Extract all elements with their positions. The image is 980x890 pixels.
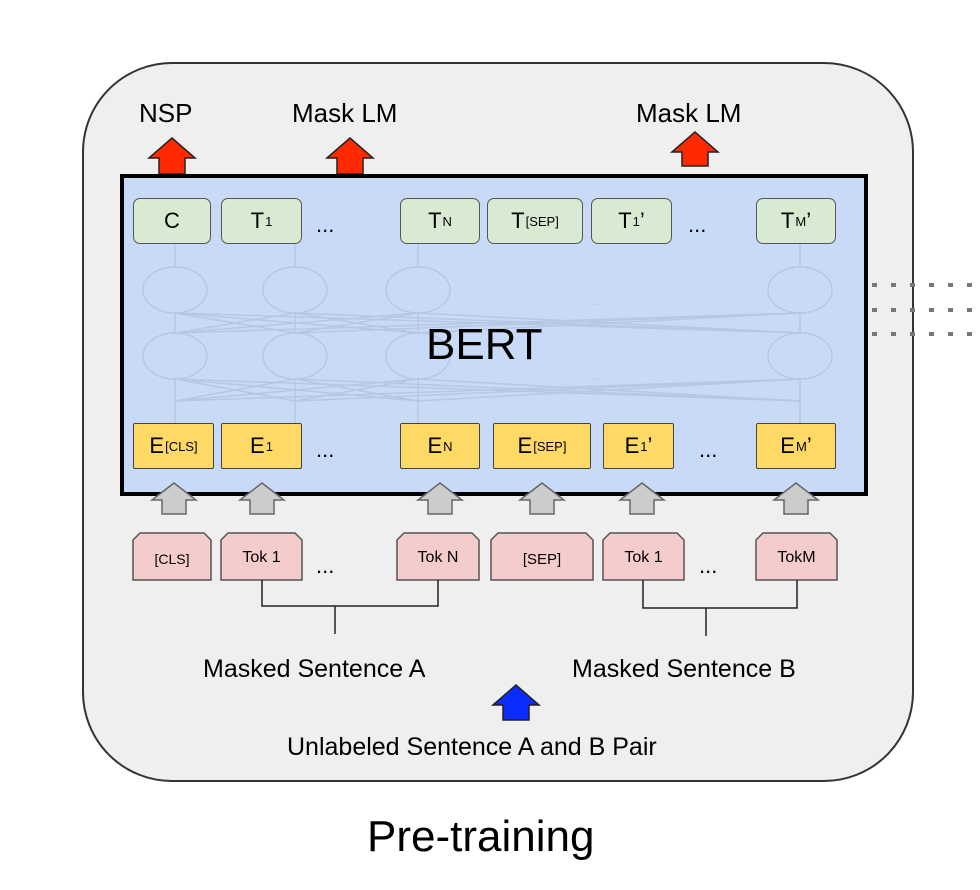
embedding-mp-main: E [780, 433, 795, 458]
token-box-tokn [396, 532, 480, 581]
token-t1-sub: 1 [265, 213, 273, 229]
embedding-mp-sub: M [795, 438, 807, 454]
embedding-1-main: E [250, 433, 265, 458]
token-sep-label: [SEP] [522, 551, 562, 568]
embedding-1p-main: E [624, 433, 640, 458]
token-c-text: C [164, 208, 180, 233]
sentence-a-bracket [261, 580, 439, 607]
token-tmp-sub: M [795, 213, 807, 229]
embed-arrow-1 [237, 482, 287, 515]
svg-text:...: ... [592, 367, 604, 383]
embed-arrow-n [415, 482, 465, 515]
svg-text:...: ... [592, 292, 604, 308]
embed-arrow-cls [149, 482, 199, 515]
mask-lm-label-1: Mask LM [292, 98, 398, 128]
ellipsis-top-1: ... [316, 212, 335, 237]
ellipsis-top-2: ... [688, 212, 707, 237]
ellipsis-embed-2: ... [699, 437, 718, 462]
mask-lm-label-2: Mask LM [636, 98, 742, 128]
token-tmp-prime: ’ [806, 208, 812, 233]
token-box-tokm [755, 532, 838, 581]
embedding-mp-prime: ’ [806, 433, 812, 458]
embedding-sep-sub: [SEP] [533, 438, 567, 454]
embedding-1-sub: 1 [265, 438, 273, 454]
token-box-tok1b [602, 532, 685, 581]
input-arrow [490, 684, 542, 721]
token-c: C [133, 198, 211, 244]
embedding-n-sub: N [443, 438, 453, 454]
token-tsep-main: T [511, 208, 525, 233]
ellipsis-input-1: ... [316, 553, 335, 578]
embedding-n-main: E [427, 433, 443, 458]
sentence-b-bracket [642, 580, 798, 609]
nsp-arrow [146, 137, 198, 175]
pretraining-caption: Pre-training [367, 812, 595, 861]
mask-lm-arrow-2 [669, 131, 721, 167]
bert-label: BERT [426, 320, 543, 369]
token-tsep: T[SEP] [487, 198, 583, 244]
token-t1p-main: T [618, 208, 632, 233]
token-tokn-label: Tok N [417, 549, 459, 566]
embedding-cls-sub: [CLS] [165, 438, 198, 454]
token-box-sep [490, 532, 594, 581]
embedding-cls: E[CLS] [133, 423, 214, 469]
token-tmp-main: T [780, 208, 795, 233]
token-cls-label: [CLS] [154, 551, 190, 567]
embedding-cls-main: E [149, 433, 165, 458]
nsp-label: NSP [139, 98, 193, 128]
token-box-cls [132, 532, 212, 581]
embedding-sep-main: E [517, 433, 533, 458]
token-t1-main: T [250, 208, 265, 233]
masked-sentence-a-label: Masked Sentence A [203, 655, 426, 683]
embedding-sep: E[SEP] [493, 423, 591, 469]
token-tn-sub: N [442, 213, 452, 229]
token-tsep-sub: [SEP] [525, 213, 559, 229]
ellipsis-embed-1: ... [316, 437, 335, 462]
token-box-tok1 [220, 532, 303, 581]
token-tn-main: T [428, 208, 442, 233]
token-t1p-sub: 1 [632, 213, 640, 229]
ellipsis-input-2: ... [699, 553, 718, 578]
token-tok1b-label: Tok 1 [624, 549, 663, 566]
mask-lm-arrow-1 [324, 137, 376, 175]
embed-arrow-m-prime [771, 482, 821, 515]
token-tokm-label: TokM [777, 549, 816, 566]
token-tok1-label: Tok 1 [242, 549, 281, 566]
embed-arrow-1-prime [617, 482, 667, 515]
unlabeled-pair-label: Unlabeled Sentence A and B Pair [287, 733, 657, 761]
token-t1p-prime: ’ [639, 208, 645, 233]
masked-sentence-b-label: Masked Sentence B [572, 655, 796, 683]
embed-arrow-sep [517, 482, 567, 515]
embedding-1p-prime: ’ [647, 433, 653, 458]
embedding-1p-sub: 1 [640, 438, 648, 454]
